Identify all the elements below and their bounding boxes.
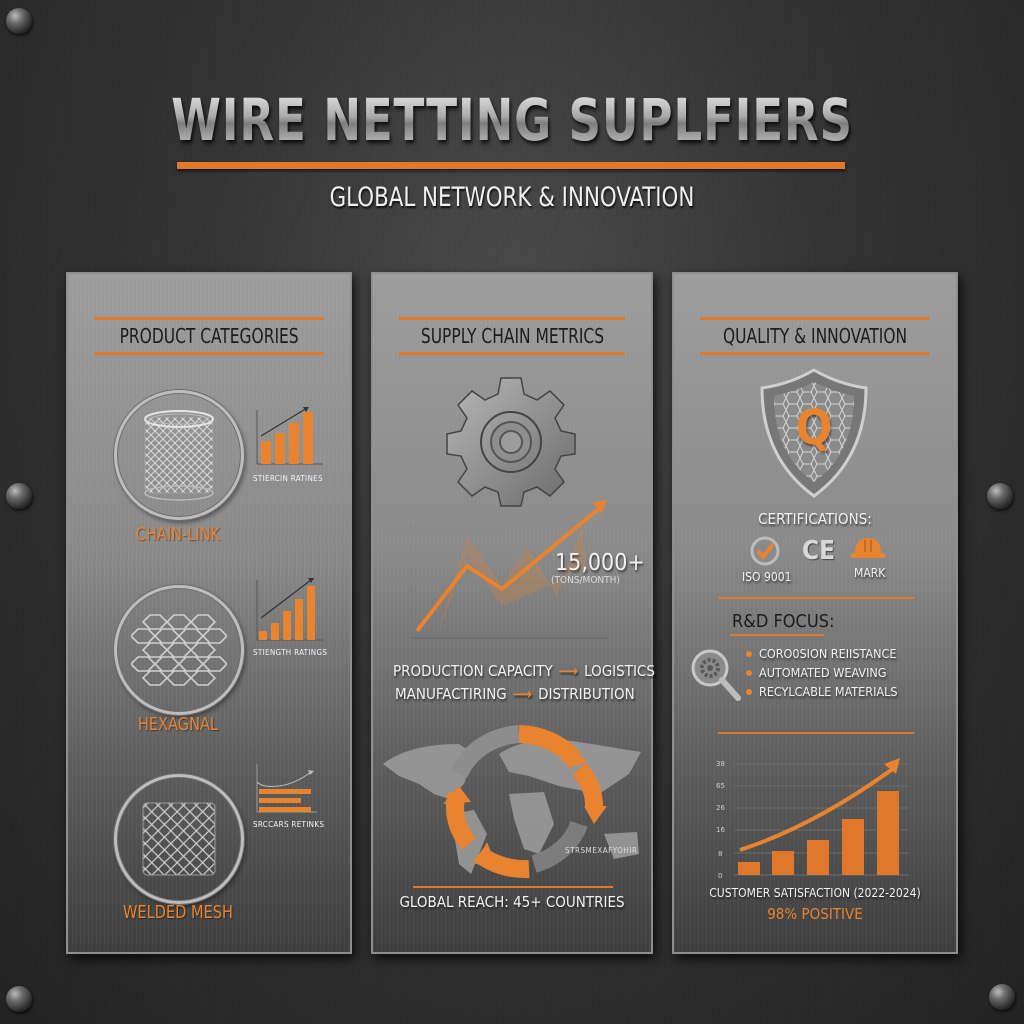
cert-label-mark: MARK bbox=[854, 566, 886, 580]
hexagonal-mesh-icon bbox=[114, 585, 244, 715]
arrow-right-icon: ⟶ bbox=[512, 685, 533, 703]
check-badge-icon bbox=[750, 536, 780, 570]
satisfaction-value: 98% POSITIVE bbox=[767, 905, 863, 923]
divider bbox=[718, 732, 914, 734]
divider bbox=[413, 886, 613, 888]
flow-row: PRODUCTION CAPACITY ⟶ LOGISTICS bbox=[393, 662, 655, 680]
rivet-icon bbox=[6, 483, 32, 509]
svg-text:65: 65 bbox=[716, 782, 725, 790]
rivet-icon bbox=[6, 8, 32, 34]
world-map-cycle-icon bbox=[379, 714, 649, 889]
shield-letter: Q bbox=[795, 400, 833, 456]
certifications-title: CERTIFICATIONS: bbox=[758, 510, 872, 528]
gear-icon bbox=[443, 374, 579, 514]
satisfaction-caption: CUSTOMER SATISFACTION (2022-2024) bbox=[709, 886, 921, 900]
rivet-icon bbox=[6, 986, 32, 1012]
rd-list: CORO0SION REIISTANCE AUTOMATED WEAVING R… bbox=[746, 646, 898, 699]
map-label: STRSMEXAFYOHIR bbox=[565, 846, 638, 855]
flow-row: MANUFACTIRING ⟶ DISTRIBUTION bbox=[395, 685, 635, 703]
rating-chart-icon: SRCCARS RETINKS bbox=[253, 762, 333, 832]
chain-link-coil-icon bbox=[114, 390, 244, 520]
svg-text:26: 26 bbox=[716, 804, 725, 812]
svg-text:38: 38 bbox=[716, 760, 725, 768]
welded-mesh-icon bbox=[114, 774, 244, 904]
panel-title: PRODUCT CATEGORIES bbox=[94, 317, 324, 355]
page-subtitle: GLOBAL NETWORK & INNOVATION bbox=[329, 182, 695, 213]
ce-mark-icon: CE bbox=[802, 536, 836, 566]
product-label-chain-link: CHAIN-LINK bbox=[135, 524, 221, 545]
svg-text:0: 0 bbox=[718, 872, 722, 878]
arrow-right-icon: ⟶ bbox=[558, 662, 579, 680]
product-label-welded-mesh: WELDED MESH bbox=[122, 902, 234, 923]
supply-chain-panel: SUPPLY CHAIN METRICS bbox=[371, 272, 655, 954]
divider bbox=[730, 634, 824, 636]
svg-text:8: 8 bbox=[718, 850, 722, 858]
satisfaction-bar-chart: 38 65 26 16 8 0 bbox=[714, 756, 914, 880]
list-item: CORO0SION REIISTANCE bbox=[746, 646, 898, 661]
panel-title: SUPPLY CHAIN METRICS bbox=[399, 317, 625, 355]
rivet-icon bbox=[987, 483, 1013, 509]
list-item: RECYLCABLE MATERIALS bbox=[746, 684, 898, 699]
cert-label-iso: ISO 9001 bbox=[742, 570, 792, 584]
strength-chart-icon: STIENGTH RATINGS bbox=[253, 576, 333, 658]
rivet-icon bbox=[989, 984, 1015, 1010]
magnifier-gear-icon bbox=[690, 648, 744, 708]
hard-hat-icon bbox=[850, 536, 886, 564]
capacity-unit: (TONS/MONTH) bbox=[551, 575, 620, 586]
global-reach-label: GLOBAL REACH: 45+ COUNTRIES bbox=[399, 893, 625, 911]
quality-innovation-panel: QUALITY & INNOVATION Q CERTIFICATIONS: I… bbox=[672, 272, 958, 954]
capacity-line-chart bbox=[407, 496, 617, 646]
product-categories-panel: PRODUCT CATEGORIES STIERCIN RATINES bbox=[66, 272, 352, 954]
page-title: WIRE NETTING SUPLFIERS bbox=[113, 86, 912, 154]
list-item: AUTOMATED WEAVING bbox=[746, 665, 898, 680]
quality-shield-icon: Q bbox=[758, 368, 870, 498]
title-underline bbox=[177, 162, 845, 169]
capacity-value: 15,000+ bbox=[555, 550, 645, 576]
svg-text:16: 16 bbox=[716, 826, 725, 834]
divider bbox=[718, 597, 914, 599]
rd-focus-title: R&D FOCUS: bbox=[732, 611, 835, 632]
panel-title: QUALITY & INNOVATION bbox=[700, 317, 930, 355]
strength-chart-icon: STIERCIN RATINES bbox=[253, 406, 325, 486]
product-label-hexagonal: HEXAGNAL bbox=[137, 714, 219, 735]
